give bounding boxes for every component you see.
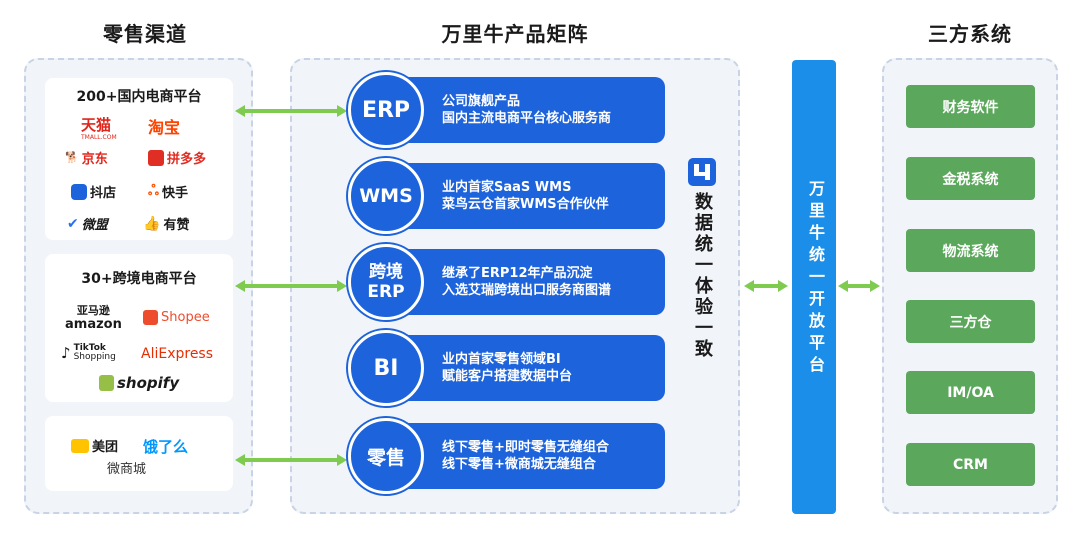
tmall-logo: 天猫 TMALL.COM [81,116,117,141]
tiktok-shop-logo: ♪ TikTok Shopping [61,343,116,363]
amazon-logo: 亚马逊 amazon [65,304,122,332]
retail-channels-title: 零售渠道 [103,22,187,46]
bidirectional-arrow-local [235,454,347,466]
meituan-icon [71,438,89,453]
product-matrix-title: 万里牛产品矩阵 [441,22,589,46]
weimeng-logo: ✔微盟 [67,215,108,234]
pinduoduo-icon [148,149,164,166]
tiktok-icon: ♪ [61,344,71,362]
shopee-logo: Shopee [143,310,210,325]
bidirectional-arrow-cross-border [235,280,347,292]
bidirectional-arrow-products-platform [744,280,788,292]
bi-badge: BI [348,330,424,406]
youzan-logo: 👍有赞 [143,215,190,234]
youzan-icon: 👍 [143,215,161,232]
wechat-mall-label: 微商城 [107,462,147,477]
data-unified-label: 数据统一体验一致 [692,192,713,360]
open-platform-label: 万里牛统一开放平台 [806,180,825,378]
shopify-logo: shopify [99,374,179,392]
pinduoduo-logo: 拼多多 [148,148,206,167]
weimeng-icon: ✔ [67,215,79,232]
cross-border-platforms-title: 30+跨境电商平台 [81,271,197,287]
douyin-store-icon [71,183,87,200]
cross-border-platforms-card: 30+跨境电商平台 亚马逊 amazon Shopee ♪ TikTok Sho… [45,254,233,402]
retail-badge: 零售 [348,418,424,494]
cross-border-erp-description: 继承了ERP12年产品沉淀入选艾瑞跨境出口服务商图谱 [442,266,612,298]
im-oa-box: IM/OA [906,371,1035,414]
douyin-store-logo: 抖店 [71,182,116,201]
aliexpress-logo: AliExpress [141,346,214,362]
wms-badge: WMS [348,158,424,234]
meituan-logo: 美团 [71,436,118,455]
taobao-logo: 淘宝 [148,118,181,137]
domestic-platforms-title: 200+国内电商平台 [76,89,202,105]
local-retail-card: 美团 饿了么 微商城 [45,416,233,491]
bidirectional-arrow-domestic [235,105,347,117]
crm-box: CRM [906,443,1035,486]
third-party-warehouse-box: 三方仓 [906,300,1035,343]
open-platform-bar [792,60,836,514]
third-party-title: 三方系统 [928,22,1012,46]
shopify-icon [99,375,114,391]
wanliniu-logo-icon [688,158,716,186]
bidirectional-arrow-platform-systems [838,280,880,292]
jd-logo: 🐕京东 [65,151,108,167]
finance-software-box: 财务软件 [906,85,1035,128]
erp-badge: ERP [348,72,424,148]
retail-description: 线下零售+即时零售无缝组合线下零售+微商城无缝组合 [442,440,609,472]
logistics-system-box: 物流系统 [906,229,1035,272]
systems-panel [882,58,1058,514]
eleme-logo: 饿了么 [143,438,189,456]
shopee-icon [143,310,158,325]
golden-tax-system-box: 金税系统 [906,157,1035,200]
erp-description: 公司旗舰产品国内主流电商平台核心服务商 [442,94,612,126]
kuaishou-icon: ஃ [148,182,159,199]
